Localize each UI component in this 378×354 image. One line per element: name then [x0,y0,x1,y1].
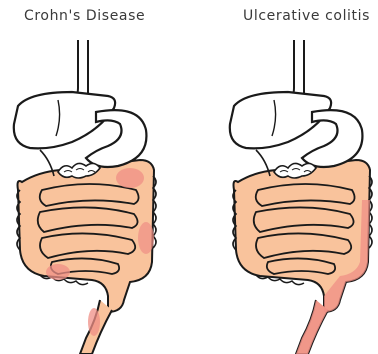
ulcerative-colitis-diagram [230,40,372,354]
crohns-inflamed-patch [116,168,144,188]
crohns-inflamed-patch [138,222,154,254]
crohns-diagram [14,40,156,354]
crohns-inflamed-patch [46,264,70,280]
crohns-inflamed-patch [88,308,100,336]
